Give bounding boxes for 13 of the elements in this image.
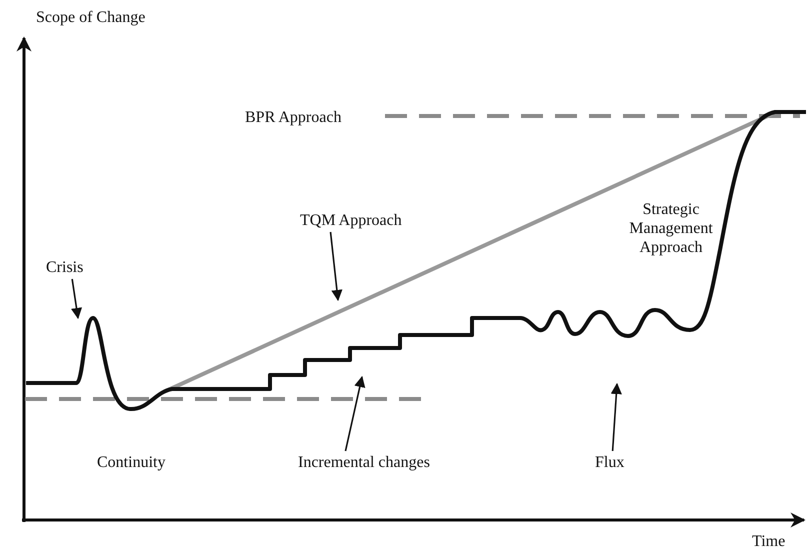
annotation-text: TQM Approach bbox=[300, 211, 402, 230]
annotation-text: Flux bbox=[595, 453, 624, 472]
axis-label: Time bbox=[752, 532, 786, 551]
chart-label: Continuity bbox=[97, 453, 166, 472]
annotation-text: Crisis bbox=[46, 258, 84, 277]
leader-arrow bbox=[344, 376, 366, 452]
axis-label: Scope of Change bbox=[36, 8, 146, 27]
leader-arrow bbox=[330, 232, 342, 302]
chart-label: Strategic Management Approach bbox=[628, 200, 714, 257]
chart-label: BPR Approach bbox=[245, 108, 342, 127]
leader-arrow bbox=[610, 382, 622, 452]
leader-arrow bbox=[70, 278, 82, 320]
annotation-text: Incremental changes bbox=[298, 453, 430, 472]
